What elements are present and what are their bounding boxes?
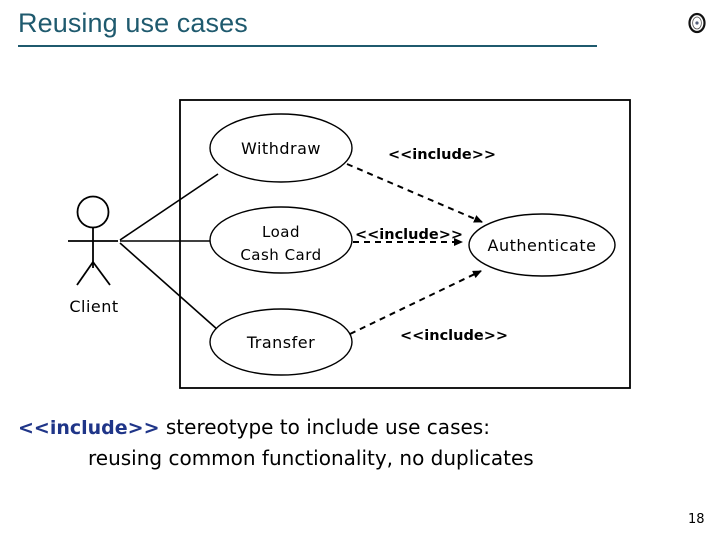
- use-case-ellipse: [468, 213, 616, 277]
- use-case-load-cash-card[interactable]: Load Cash Card: [209, 206, 353, 274]
- caption-stereotype: <<include>>: [18, 417, 160, 439]
- include-arrow-transfer-authenticate: [349, 270, 482, 335]
- use-case-label-line2: Cash Card: [240, 246, 321, 264]
- page-title: Reusing use cases: [18, 8, 248, 38]
- include-stereotype-label-transfer: <<include>>: [400, 328, 508, 344]
- include-stereotype-label-loadcash: <<include>>: [355, 227, 463, 243]
- use-case-label-line1: Load: [262, 223, 300, 241]
- association-client-withdraw: [119, 173, 219, 241]
- use-case-authenticate[interactable]: Authenticate: [468, 213, 616, 277]
- title-divider: [18, 45, 597, 47]
- disc-icon: [688, 12, 706, 34]
- actor-leg-left-icon: [76, 261, 94, 286]
- caption-line-1-rest: stereotype to include use cases:: [159, 415, 490, 439]
- actor-head-icon: [76, 195, 110, 229]
- use-case-ellipse: [209, 113, 353, 183]
- use-case-label: Withdraw: [241, 139, 321, 158]
- actor-leg-right-icon: [92, 261, 111, 286]
- system-boundary-box: [179, 99, 631, 389]
- include-stereotype-label-withdraw: <<include>>: [388, 147, 496, 163]
- actor-label: Client: [69, 297, 118, 316]
- caption-line-1: <<include>> stereotype to include use ca…: [0, 412, 720, 443]
- use-case-withdraw[interactable]: Withdraw: [209, 113, 353, 183]
- association-client-transfer: [119, 242, 219, 331]
- use-case-label: Authenticate: [488, 236, 597, 255]
- actor-client[interactable]: Client: [68, 195, 119, 317]
- page-number: 18: [688, 512, 705, 527]
- caption-line-2: reusing common functionality, no duplica…: [88, 446, 534, 470]
- use-case-ellipse: [209, 308, 353, 376]
- use-case-ellipse: [209, 206, 353, 274]
- caption-block: <<include>> stereotype to include use ca…: [0, 412, 720, 473]
- use-case-diagram: Client Withdraw Load Cash Card Transfer …: [68, 99, 631, 389]
- include-arrow-withdraw-authenticate: [346, 163, 483, 223]
- use-case-label: Transfer: [246, 333, 315, 352]
- use-case-transfer[interactable]: Transfer: [209, 308, 353, 376]
